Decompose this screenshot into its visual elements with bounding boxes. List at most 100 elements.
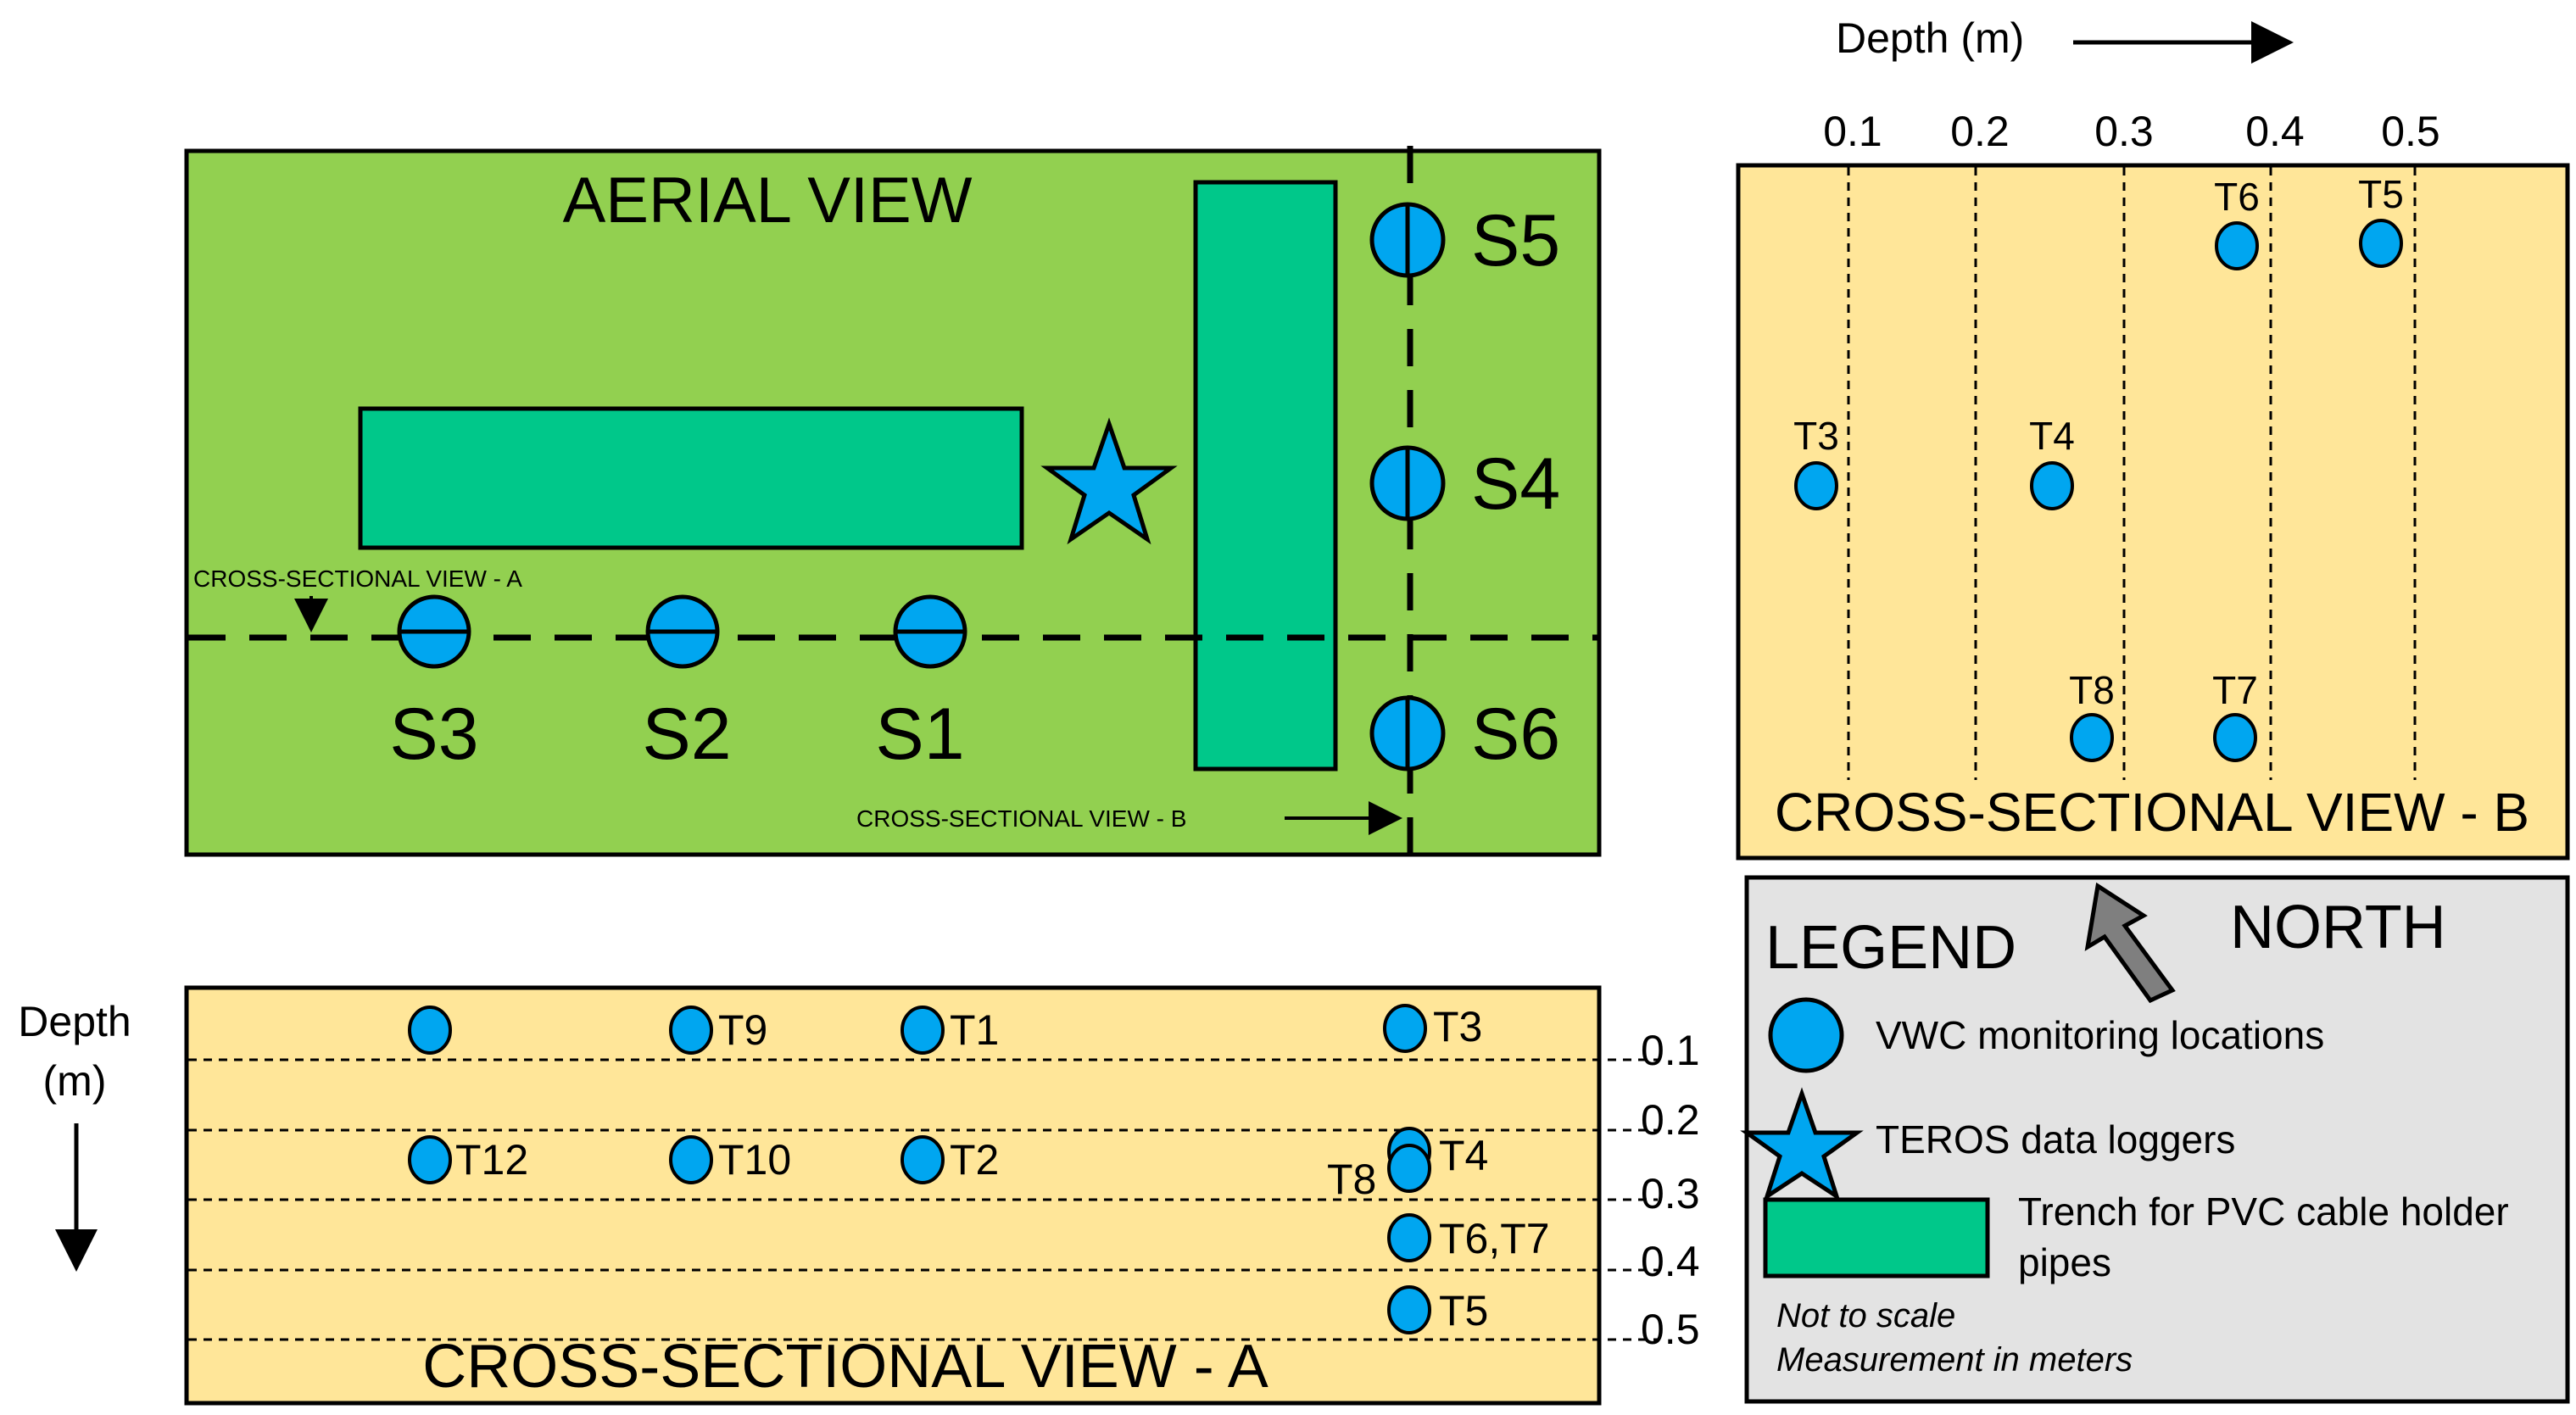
section-b-marker-label: CROSS-SECTIONAL VIEW - B: [856, 805, 1186, 832]
legend-item-label: TEROS data loggers: [1876, 1117, 2235, 1162]
sensor-label: T7: [2212, 668, 2258, 712]
section-b-tick-label: 0.1: [1823, 108, 1882, 155]
section-b-tick-label: 0.5: [2381, 108, 2440, 155]
trench-vertical: [1193, 180, 1338, 772]
north-label: NORTH: [2230, 894, 2446, 961]
section-b-sensor-t4: T4: [2029, 414, 2075, 510]
section-a-sensor-t9: T9: [669, 1006, 767, 1055]
sensor-circle-icon: [2030, 461, 2074, 510]
aerial-view-title: AERIAL VIEW: [563, 164, 973, 237]
sensor-label: T12: [455, 1136, 528, 1184]
section-a-sensor-t2: T2: [900, 1135, 999, 1184]
sensor-label: T5: [2358, 172, 2404, 216]
sensor-circle-icon: [2359, 219, 2403, 268]
section-a-depth-label: Depth: [18, 998, 131, 1045]
section-a-tick-label: 0.3: [1641, 1170, 1700, 1217]
sensor-label: T8: [1327, 1156, 1376, 1203]
section-a-tick-label: 0.1: [1641, 1027, 1700, 1074]
section-a-sensor-t1: T1: [900, 1006, 999, 1055]
teros-logger-star-icon: [1040, 417, 1178, 545]
section-a-title: CROSS-SECTIONAL VIEW - A: [422, 1333, 1268, 1401]
section-b-title: CROSS-SECTIONAL VIEW - B: [1775, 782, 2529, 843]
sensor-circle-icon: [1387, 1144, 1431, 1193]
station-s4-label: S4: [1471, 443, 1560, 525]
station-s2: S2: [642, 594, 732, 775]
sensor-label: T9: [718, 1006, 767, 1054]
sensor-label: T4: [2029, 414, 2075, 458]
legend-title: LEGEND: [1765, 914, 2016, 982]
section-b-sensor-t7: T7: [2212, 668, 2258, 762]
sensor-circle-icon: [900, 1135, 945, 1184]
sensor-label: T4: [1439, 1132, 1488, 1179]
sensor-circle-icon: [1387, 1213, 1431, 1262]
station-s6: S6: [1369, 694, 1560, 775]
section-a-panel: Depth (m) 0.1 0.2 0.3 0.4 0.5 T9 T1: [18, 985, 1700, 1406]
station-s6-label: S6: [1471, 694, 1560, 775]
sensor-circle-icon: [1794, 461, 1838, 510]
legend-note: Not to scale: [1776, 1297, 1955, 1334]
legend-item-label: VWC monitoring locations: [1876, 1013, 2324, 1057]
legend-note: Measurement in meters: [1776, 1341, 2133, 1379]
section-a-tick-label: 0.5: [1641, 1306, 1700, 1353]
sensor-label: T10: [718, 1136, 791, 1184]
section-a-sensor-t6-t7: T6,T7: [1387, 1213, 1550, 1262]
section-b-sensor-t6: T6: [2214, 175, 2260, 270]
sensor-circle-icon: [408, 1006, 452, 1055]
sensor-label: T3: [1793, 414, 1839, 458]
sensor-circle-icon: [2213, 713, 2257, 762]
sensor-label: T1: [950, 1006, 999, 1054]
section-a-sensor-t10: T10: [669, 1135, 791, 1184]
section-b-sensor-t3: T3: [1793, 414, 1839, 510]
sensor-circle-icon: [900, 1006, 945, 1055]
station-s1: S1: [875, 594, 967, 775]
section-a-tick-label: 0.2: [1641, 1096, 1700, 1144]
station-s5: S5: [1369, 200, 1560, 281]
section-a-sensor-t12: T12: [408, 1135, 528, 1184]
legend-circle-icon: [1768, 997, 1844, 1073]
legend-background: [1744, 875, 2570, 1404]
section-b-tick-label: 0.4: [2245, 108, 2305, 155]
legend-rectangle-icon: [1763, 1197, 1990, 1279]
sensor-label: T6,T7: [1439, 1215, 1550, 1262]
sensor-label: T3: [1433, 1003, 1482, 1050]
legend-item-label: pipes: [2018, 1240, 2111, 1284]
station-s2-label: S2: [642, 694, 731, 775]
section-a-depth-label: (m): [43, 1057, 107, 1105]
section-b-tick-label: 0.3: [2094, 108, 2154, 155]
north-arrow-icon: [2084, 882, 2176, 1004]
sensor-circle-icon: [1387, 1285, 1431, 1334]
trench-horizontal: [358, 406, 1024, 550]
sensor-circle-icon: [2070, 713, 2114, 762]
section-b-sensor-t5: T5: [2358, 172, 2404, 268]
section-b-background: [1736, 163, 2570, 861]
sensor-label: T8: [2069, 668, 2115, 712]
sensor-circle-icon: [669, 1135, 713, 1184]
legend-item-label: Trench for PVC cable holder: [2018, 1189, 2509, 1234]
sensor-label: T6: [2214, 175, 2260, 219]
section-b-tick-label: 0.2: [1950, 108, 2010, 155]
legend-panel: LEGEND NORTH VWC monitoring locations TE…: [1740, 875, 2570, 1404]
station-s3-label: S3: [389, 694, 478, 775]
section-b-sensor-t8: T8: [2069, 668, 2115, 762]
sensor-circle-icon: [2215, 221, 2259, 270]
station-s4: S4: [1369, 443, 1560, 525]
section-b-panel: Depth (m) 0.1 0.2 0.3 0.4 0.5 T6 T5 T3: [1736, 14, 2570, 861]
sensor-circle-icon: [408, 1135, 452, 1184]
sensor-circle-icon: [669, 1006, 713, 1055]
section-a-tick-label: 0.4: [1641, 1238, 1700, 1285]
sensor-label: T5: [1439, 1287, 1488, 1334]
aerial-view-panel: AERIAL VIEW CROSS-SECTIONAL VIEW - A CRO…: [184, 146, 1602, 857]
section-a-sensor-t5: T5: [1387, 1285, 1488, 1334]
station-s5-label: S5: [1471, 200, 1560, 281]
station-s1-label: S1: [875, 694, 964, 775]
section-b-depth-label: Depth (m): [1836, 14, 2024, 62]
section-a-marker-label: CROSS-SECTIONAL VIEW - A: [193, 565, 522, 592]
sensor-circle-icon: [1383, 1004, 1427, 1053]
section-a-sensor-t3: T3: [1383, 1003, 1482, 1053]
sensor-label: T2: [950, 1136, 999, 1184]
legend-star-icon: [1740, 1087, 1864, 1201]
station-s3: S3: [389, 594, 479, 775]
section-a-background: [184, 985, 1602, 1406]
section-a-sensor-unlabeled: [408, 1006, 452, 1055]
